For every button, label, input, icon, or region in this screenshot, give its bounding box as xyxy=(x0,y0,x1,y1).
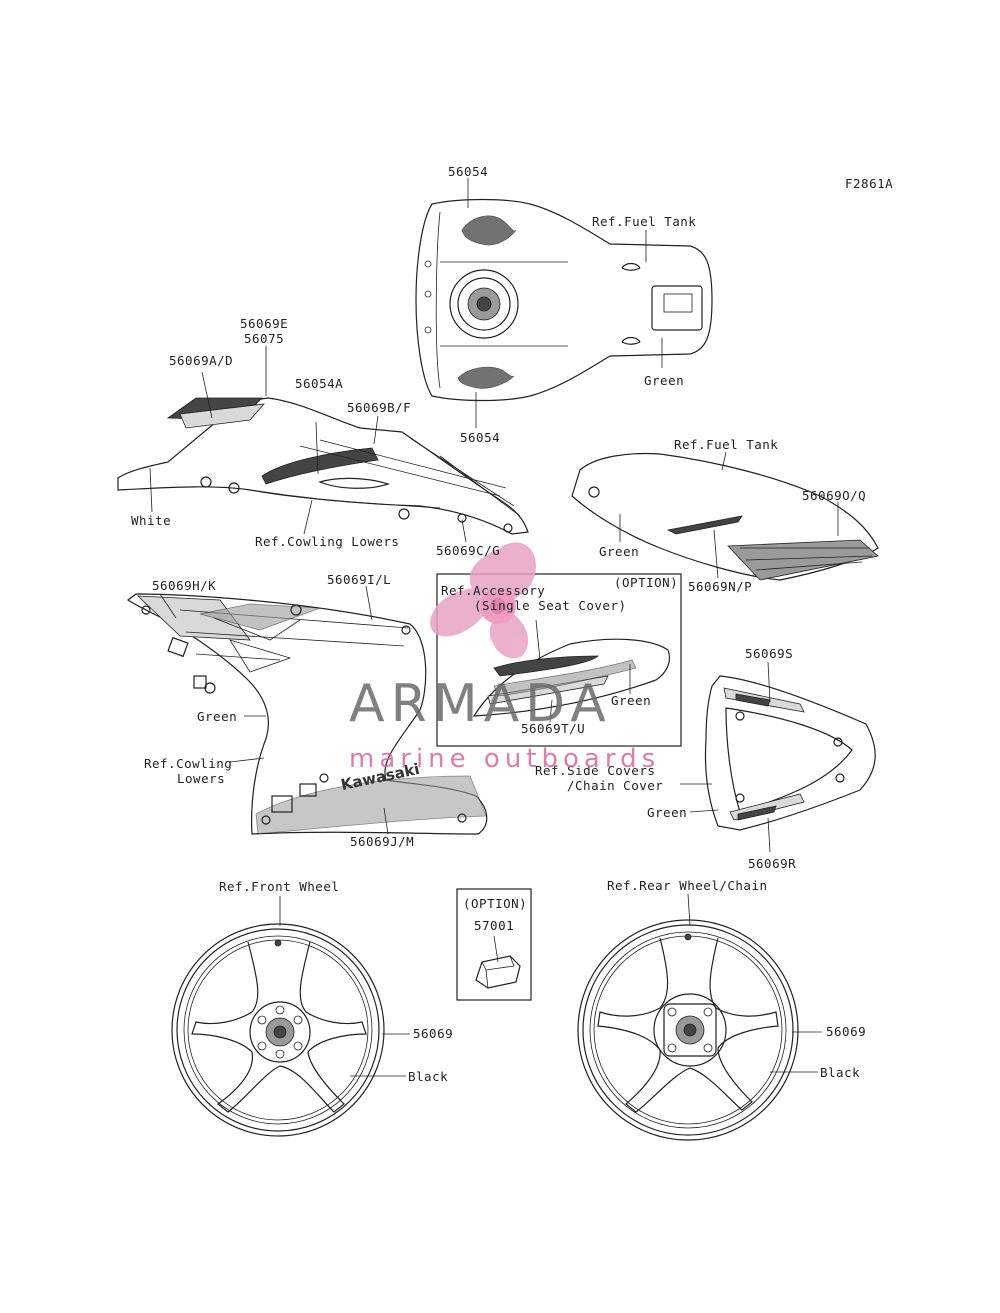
label-ref-cowling-lowers-2b: Lowers xyxy=(177,771,226,786)
rear-wheel-drawing xyxy=(577,893,822,1141)
figure-code: F2861A xyxy=(845,176,894,191)
label-56069T-U: 56069T/U xyxy=(521,721,586,736)
label-ref-accessory-2: (Single Seat Cover) xyxy=(474,598,627,613)
label-56069E: 56069E xyxy=(240,316,289,331)
label-green-side: Green xyxy=(599,544,640,559)
label-56069R: 56069R xyxy=(748,856,797,871)
label-56069H-K: 56069H/K xyxy=(152,578,217,593)
label-56069J-M: 56069J/M xyxy=(350,834,415,849)
label-ref-rear-wheel: Ref.Rear Wheel/Chain xyxy=(607,878,768,893)
label-ref-accessory-1: Ref.Accessory xyxy=(441,583,546,598)
seat-cover-drawing xyxy=(436,573,682,747)
label-option-2: (OPTION) xyxy=(463,896,528,911)
label-ref-fuel-tank-2: Ref.Fuel Tank xyxy=(674,437,779,452)
label-56075: 56075 xyxy=(244,331,285,346)
label-56069S: 56069S xyxy=(745,646,794,661)
label-black-rear: Black xyxy=(820,1065,861,1080)
label-56054-top: 56054 xyxy=(448,164,489,179)
label-ref-side-covers-b: /Chain Cover xyxy=(567,778,664,793)
label-56069-front: 56069 xyxy=(413,1026,454,1041)
label-56069-rear: 56069 xyxy=(826,1024,867,1039)
upper-cowl-drawing xyxy=(117,346,529,543)
label-56069A-D: 56069A/D xyxy=(169,353,234,368)
label-57001: 57001 xyxy=(474,918,515,933)
label-black-front: Black xyxy=(408,1069,449,1084)
label-56054-bottom: 56054 xyxy=(460,430,501,445)
option-57001-drawing xyxy=(456,888,532,1001)
fuel-tank-drawing xyxy=(415,178,713,428)
label-56069I-L: 56069I/L xyxy=(327,572,392,587)
label-green-tail: Green xyxy=(647,805,688,820)
label-ref-cowling-lowers-1: Ref.Cowling Lowers xyxy=(255,534,400,549)
label-green-seat: Green xyxy=(611,693,652,708)
side-panel-drawing xyxy=(571,451,879,581)
label-green-cowl: Green xyxy=(197,709,238,724)
label-ref-fuel-tank-1: Ref.Fuel Tank xyxy=(592,214,697,229)
label-56069O-Q: 56069O/Q xyxy=(802,488,867,503)
front-wheel-drawing xyxy=(171,896,410,1137)
label-56069B-F: 56069B/F xyxy=(347,400,412,415)
label-56054A: 56054A xyxy=(295,376,344,391)
label-option-1: (OPTION) xyxy=(614,575,679,590)
tail-cowl-drawing xyxy=(680,661,876,853)
middle-cowl-drawing: Kawasaki xyxy=(126,585,488,835)
label-56069C-G: 56069C/G xyxy=(436,543,501,558)
label-56069N-P: 56069N/P xyxy=(688,579,753,594)
label-white: White xyxy=(131,513,172,528)
label-green-tank: Green xyxy=(644,373,685,388)
label-ref-cowling-lowers-2a: Ref.Cowling xyxy=(144,756,233,771)
watermark-subtitle: marine outboards xyxy=(349,744,661,774)
label-ref-front-wheel: Ref.Front Wheel xyxy=(219,879,340,894)
label-ref-side-covers-a: Ref.Side Covers xyxy=(535,763,656,778)
watermark-title: ARMADA xyxy=(349,674,612,734)
watermark-logo xyxy=(430,542,536,659)
